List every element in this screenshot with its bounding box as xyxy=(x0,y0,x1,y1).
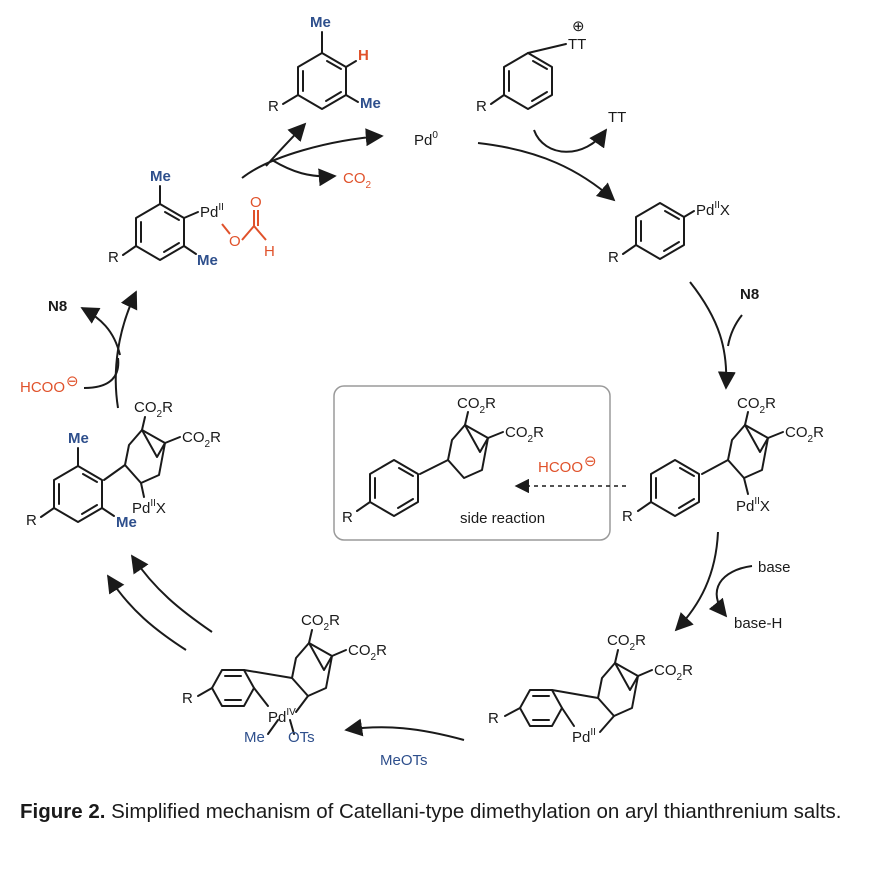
methyl-label: Me xyxy=(150,168,171,185)
r-group-label: R xyxy=(488,710,499,727)
ester-label: CO2R xyxy=(348,642,387,663)
methyl-label: Me xyxy=(197,252,218,269)
side-reaction-arrow: HCOO⊖ xyxy=(514,453,626,494)
meots-label: MeOTs xyxy=(380,752,428,769)
methyl-label: Me xyxy=(360,95,381,112)
figure-caption: Figure 2. Simplified mechanism of Catell… xyxy=(20,794,866,830)
product-dimethylarene: Me H Me R xyxy=(268,14,381,115)
r-group-label: R xyxy=(182,690,193,707)
formate-label: HCOO⊖ xyxy=(20,373,79,396)
caption-text: Simplified mechanism of Catellani-type d… xyxy=(105,800,842,823)
base-h-label: base-H xyxy=(734,615,782,632)
double-step-arrow xyxy=(107,554,213,651)
aryl-thianthrenium-salt: ⊕ TT R xyxy=(476,18,586,115)
pd-ii-label: PdII xyxy=(200,202,224,221)
norbornene-n8-label: N8 xyxy=(740,286,759,303)
reductive-elimination-arrow: CO2 xyxy=(241,122,384,191)
side-reaction-label: side reaction xyxy=(460,510,545,527)
methyl-ligand-label: Me xyxy=(244,729,265,746)
aryl-palladium-formate: Me Me PdII O O H R xyxy=(108,168,275,269)
r-group-label: R xyxy=(268,98,279,115)
figure-number: Figure 2. xyxy=(20,800,106,823)
side-reaction-box: CO2R CO2R R side reaction xyxy=(333,385,611,541)
methyl-label: Me xyxy=(310,14,331,31)
pd-iv-label: PdIV xyxy=(268,707,296,726)
ester-label: CO2R xyxy=(607,632,646,653)
pd-ii-x-label: PdIIX xyxy=(696,200,730,219)
hydrogen-label: H xyxy=(358,47,369,64)
pd-ii-x-label: PdIIX xyxy=(736,496,770,515)
catalytic-cycle-diagram: Me H Me R ⊕ TT R Pd0 CO2 TT xyxy=(20,14,824,769)
ester-label: CO2R xyxy=(182,429,221,450)
thianthrene-byproduct-label: TT xyxy=(608,109,626,126)
r-group-label: R xyxy=(342,509,353,526)
oxidative-addition-arrow: TT xyxy=(477,109,626,202)
pd-ii-label: PdII xyxy=(572,727,596,746)
cmd-base-arrow: base base-H xyxy=(674,531,791,632)
ester-label: CO2R xyxy=(301,612,340,633)
palladium-iv-complex: CO2R CO2R PdIV Me OTs R xyxy=(182,612,387,746)
norbornyl-palladium-intermediate: CO2R CO2R PdIIX R xyxy=(622,395,824,525)
co2-label: CO2 xyxy=(343,170,372,191)
tosylate-ligand-label: OTs xyxy=(288,729,315,746)
r-group-label: R xyxy=(26,512,37,529)
methylation-arrow: MeOTs xyxy=(344,718,465,769)
palladacycle-pd-ii: CO2R CO2R PdII R xyxy=(488,632,693,746)
r-group-label: R xyxy=(476,98,487,115)
dimethylaryl-norbornyl-palladium: Me Me CO2R CO2R PdIIX R xyxy=(26,399,221,531)
ester-label: CO2R xyxy=(457,395,496,416)
formate-oxygen-label: O xyxy=(229,233,241,250)
methyl-label: Me xyxy=(68,430,89,447)
pd0-label: Pd0 xyxy=(414,130,438,149)
norbornene-insertion-arrow: N8 xyxy=(689,281,759,390)
ester-label: CO2R xyxy=(654,662,693,683)
norbornene-n8-label: N8 xyxy=(48,298,67,315)
ester-label: CO2R xyxy=(134,399,173,420)
r-group-label: R xyxy=(108,249,119,266)
aryl-palladium-halide: PdIIX R xyxy=(608,200,730,266)
methyl-label: Me xyxy=(116,514,137,531)
plus-charge-icon: ⊕ xyxy=(572,18,585,35)
pd-ii-x-label: PdIIX xyxy=(132,498,166,517)
carbonyl-oxygen-label: O xyxy=(250,194,262,211)
r-group-label: R xyxy=(622,508,633,525)
formate-hydrogen-label: H xyxy=(264,243,275,260)
ligand-exchange-arrow: N8 HCOO⊖ xyxy=(20,290,138,409)
pd0-catalyst: Pd0 xyxy=(414,130,438,149)
thianthrenium-label: TT xyxy=(568,36,586,53)
base-label: base xyxy=(758,559,791,576)
ester-label: CO2R xyxy=(785,424,824,445)
formate-label: HCOO⊖ xyxy=(538,453,597,476)
ester-label: CO2R xyxy=(505,424,544,445)
r-group-label: R xyxy=(608,249,619,266)
ester-label: CO2R xyxy=(737,395,776,416)
